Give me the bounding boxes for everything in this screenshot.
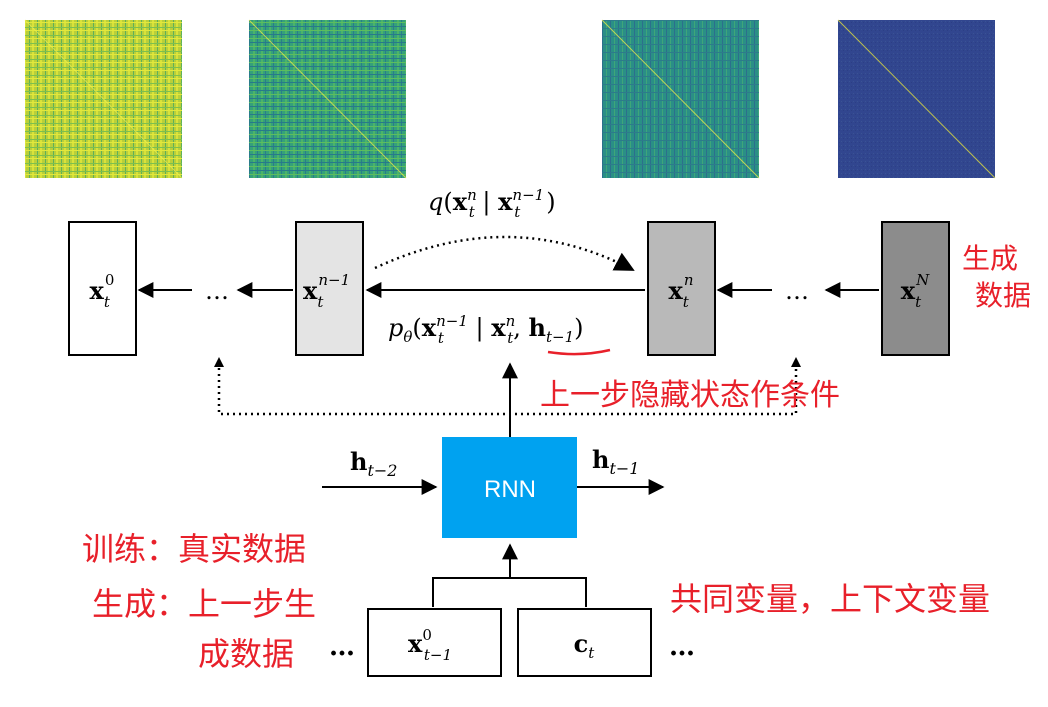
heatmap-1	[24, 19, 183, 179]
ellipsis-bottom-right: …	[669, 632, 695, 662]
rnn-label: RNN	[484, 476, 536, 503]
heatmap-3	[601, 19, 760, 179]
forward-process-arc	[374, 235, 635, 272]
underline-h-annotation	[547, 348, 611, 356]
label-c: ct	[574, 629, 596, 662]
ellipsis-right-chain: …	[785, 277, 809, 305]
h-out-label: ht−1	[592, 445, 639, 478]
box-xN	[881, 221, 950, 356]
annotation-covariates: 共同变量，上下文变量	[670, 580, 990, 618]
box-x0-prev	[367, 608, 502, 677]
heatmap-2	[248, 19, 407, 179]
heatmap-4	[837, 19, 996, 179]
condition-dotted-line	[217, 362, 798, 416]
ellipsis-left-chain: …	[205, 277, 229, 305]
box-xn	[647, 221, 716, 356]
label-xN: xtN	[901, 271, 930, 311]
condition-arrowhead-left	[214, 357, 224, 367]
condition-arrowhead-right	[791, 357, 801, 367]
h-in-label: ht−2	[350, 447, 397, 480]
input-merge-lines	[432, 577, 587, 607]
box-xn-minus-1	[295, 221, 364, 356]
label-xn: xtn	[668, 271, 693, 311]
annotation-training-generation: 训练：真实数据 生成：上一步生 成数据	[82, 530, 326, 673]
annotation-generate-data: 生成 数据	[962, 242, 1031, 312]
label-x0: xt0	[90, 271, 115, 311]
label-xn-minus-1: xtn−1	[303, 271, 350, 311]
rnn-block	[442, 437, 577, 538]
box-c	[517, 608, 652, 677]
annotation-prev-hidden-condition: 上一步隐藏状态作条件	[540, 378, 840, 413]
ellipsis-bottom-left: …	[329, 632, 355, 662]
box-x0	[68, 221, 137, 356]
